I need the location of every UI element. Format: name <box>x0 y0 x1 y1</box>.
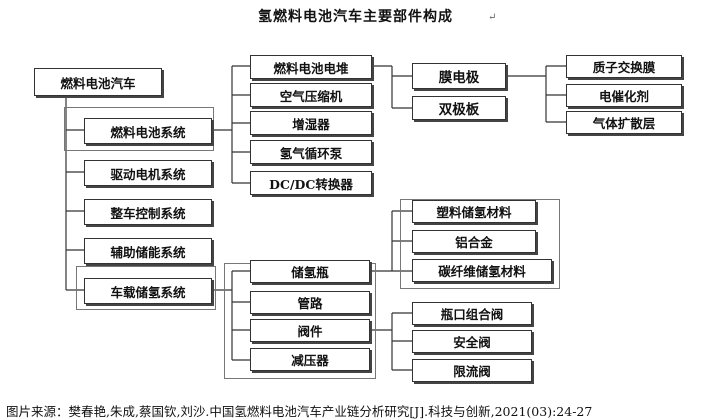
carbon-fiber-material-node: 碳纤维储氢材料 <box>412 259 552 282</box>
source-caption: 图片来源：樊春艳,朱成,蔡国钦,刘沙.中国氢燃料电池汽车产业链分析研究[J].科… <box>6 404 593 419</box>
catalyst-node: 电催化剂 <box>566 84 682 107</box>
air-compressor-node: 空气压缩机 <box>250 83 372 107</box>
piping-node: 管路 <box>250 291 370 314</box>
tank-materials-frame <box>400 199 560 289</box>
humidifier-node: 增湿器 <box>250 111 372 135</box>
root-node: 燃料电池汽车 <box>34 68 162 96</box>
diagram-title: 氢燃料电池汽车主要部件构成 <box>258 9 453 25</box>
hydrogen-system-frame <box>76 266 216 310</box>
paragraph-mark: ↵ <box>488 12 497 23</box>
plastic-material-node: 塑料储氢材料 <box>412 200 536 223</box>
drive-motor-system-node: 驱动电机系统 <box>84 160 212 186</box>
onboard-hydrogen-system-node: 车载储氢系统 <box>84 278 212 304</box>
tank-node: 储氢瓶 <box>250 260 370 283</box>
bipolar-plate-node: 双极板 <box>412 96 506 120</box>
hydrogen-pump-node: 氢气循环泵 <box>250 140 372 164</box>
safety-valve-node: 安全阀 <box>412 330 532 353</box>
bottle-valve-node: 瓶口组合阀 <box>412 302 532 325</box>
fuel-cell-system-node: 燃料电池系统 <box>84 118 212 144</box>
gdl-node: 气体扩散层 <box>566 111 682 134</box>
relief-valve-node: 限流阀 <box>412 359 532 382</box>
valves-node: 阀件 <box>250 319 370 342</box>
pem-node: 质子交换膜 <box>566 55 682 78</box>
mea-node: 膜电极 <box>412 63 506 89</box>
reducer-node: 减压器 <box>250 348 370 371</box>
aux-storage-system-node: 辅助储能系统 <box>84 238 212 264</box>
stack-node: 燃料电池电堆 <box>250 55 372 79</box>
vehicle-control-system-node: 整车控制系统 <box>84 199 212 225</box>
dcdc-node: DC/DC转换器 <box>250 171 372 195</box>
aluminum-material-node: 铝合金 <box>412 230 536 253</box>
fuel-cell-system-frame <box>64 107 214 151</box>
